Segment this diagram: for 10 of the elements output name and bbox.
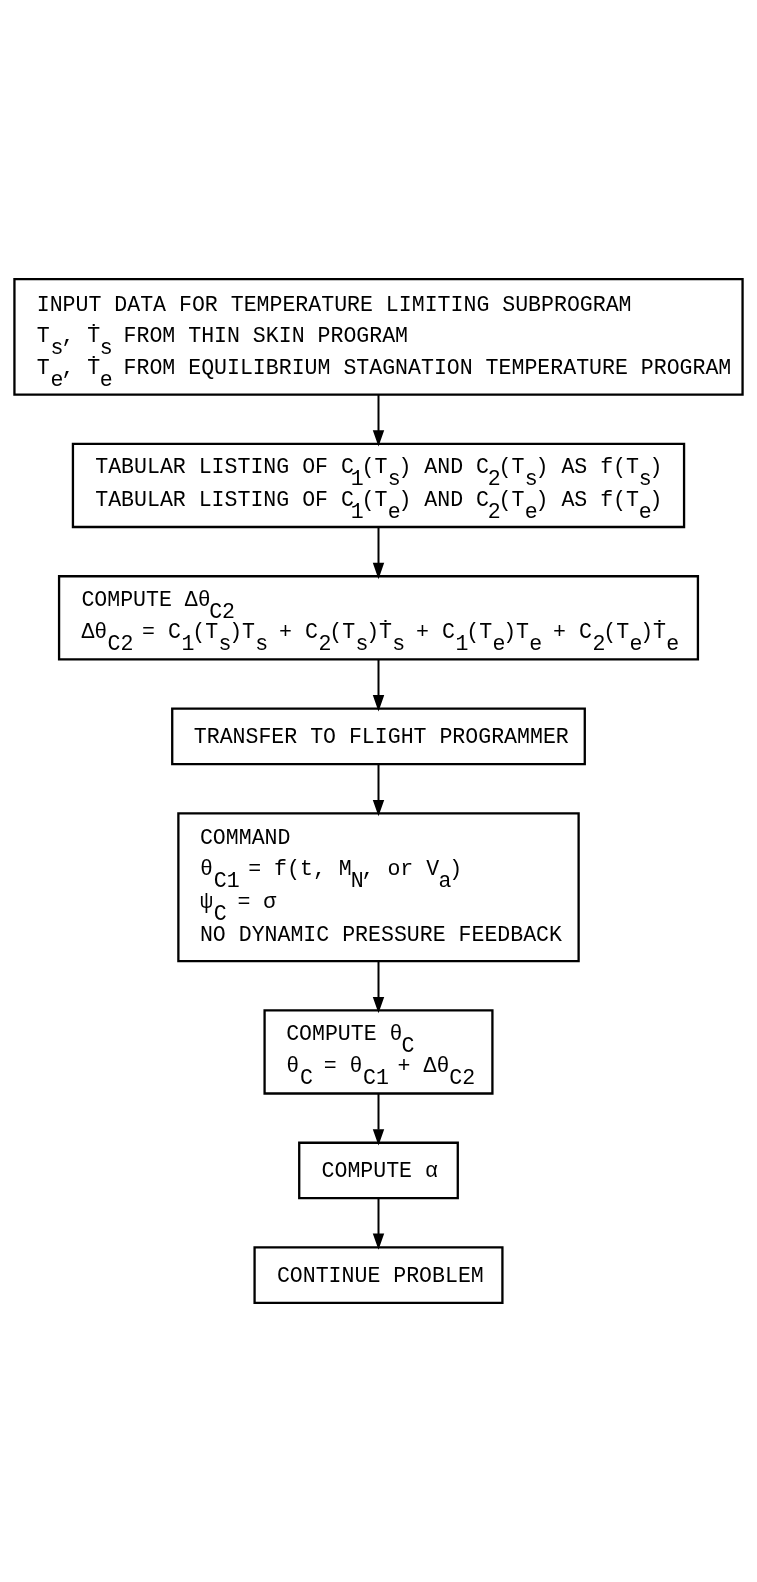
arrow [372, 763, 385, 817]
arrow [372, 393, 385, 447]
arrow [372, 960, 385, 1014]
node-box: CONTINUE PROBLEM [253, 1246, 504, 1304]
arrow [372, 526, 385, 580]
arrow [372, 1197, 385, 1250]
node-box: COMPUTE α [298, 1141, 459, 1200]
node-box: TRANSFER TO FLIGHT PROGRAMMER [171, 707, 586, 766]
arrow [372, 658, 385, 712]
arrow [372, 1092, 385, 1146]
